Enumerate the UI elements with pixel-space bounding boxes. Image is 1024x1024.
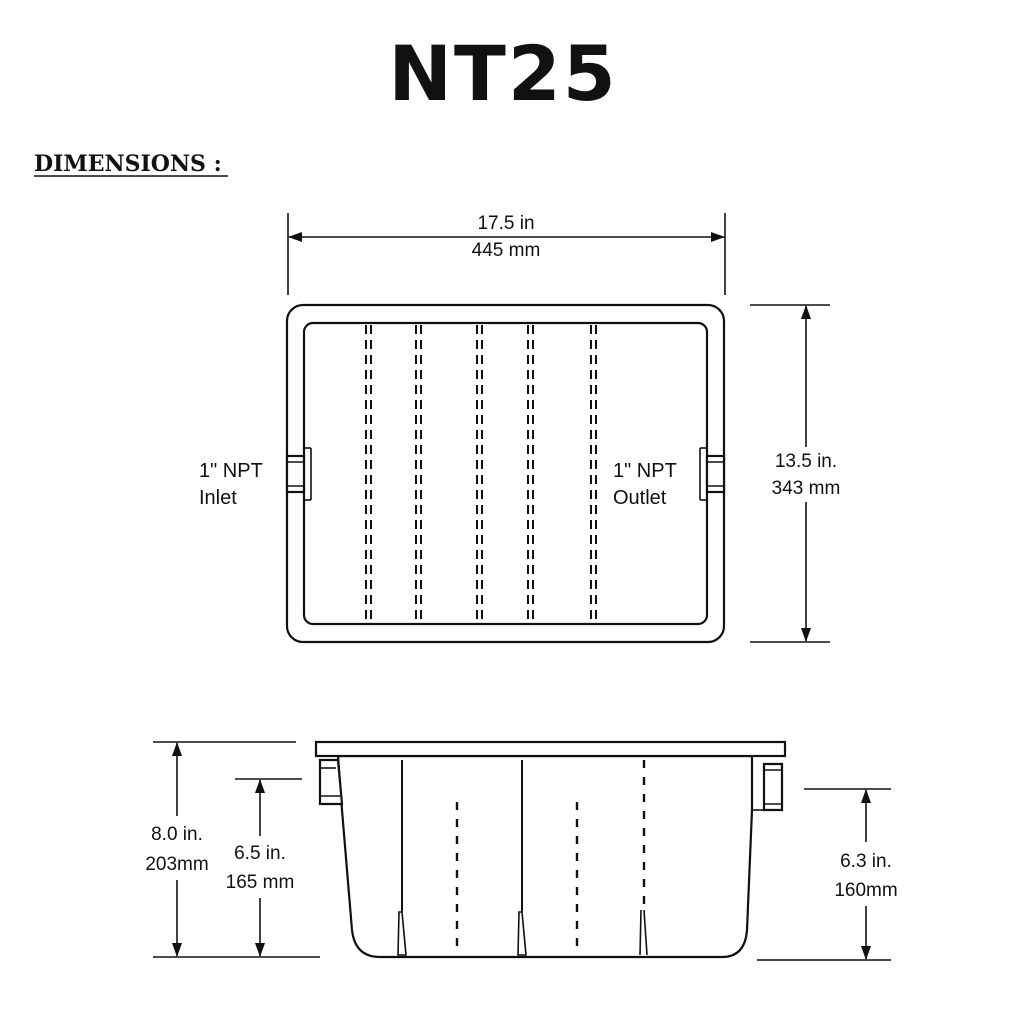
dashed-baffles-side (455, 760, 646, 955)
internal-baffles-top (365, 325, 597, 622)
outlet-fitting (699, 447, 726, 501)
total-height-mm-label: 203mm (145, 854, 208, 875)
outlet-label-line2: Outlet (613, 487, 667, 509)
outlet-height-inches-label: 6.3 in. (840, 851, 892, 872)
outlet-label-background (610, 458, 688, 510)
depth-mm-label: 343 mm (772, 478, 841, 499)
side-view: 8.0 in. 203mm 6.5 in. 165 mm 6.3 in. 160… (145, 740, 898, 961)
outlet-label-line1: 1" NPT (613, 460, 677, 482)
inlet-fitting (285, 447, 312, 501)
side-outlet-fitting (752, 762, 784, 812)
page-title: NT25 (388, 29, 617, 118)
tank-side-body (336, 754, 754, 959)
inlet-height-mm-label: 165 mm (226, 872, 295, 893)
inlet-height-inches-label: 6.5 in. (234, 843, 286, 864)
side-inlet-fitting (318, 758, 344, 806)
solid-baffles-side (397, 760, 648, 956)
width-mm-label: 445 mm (472, 240, 541, 261)
section-heading: DIMENSIONS : (34, 151, 222, 177)
tank-lid (314, 740, 787, 758)
top-view: 17.5 in 445 mm (199, 213, 841, 644)
total-height-inches-label: 8.0 in. (151, 824, 203, 845)
width-inches-label: 17.5 in (477, 213, 534, 234)
depth-inches-label: 13.5 in. (775, 451, 837, 472)
inlet-label-line2: Inlet (199, 487, 237, 509)
outlet-height-mm-label: 160mm (834, 880, 897, 901)
inlet-label-line1: 1" NPT (199, 460, 263, 482)
